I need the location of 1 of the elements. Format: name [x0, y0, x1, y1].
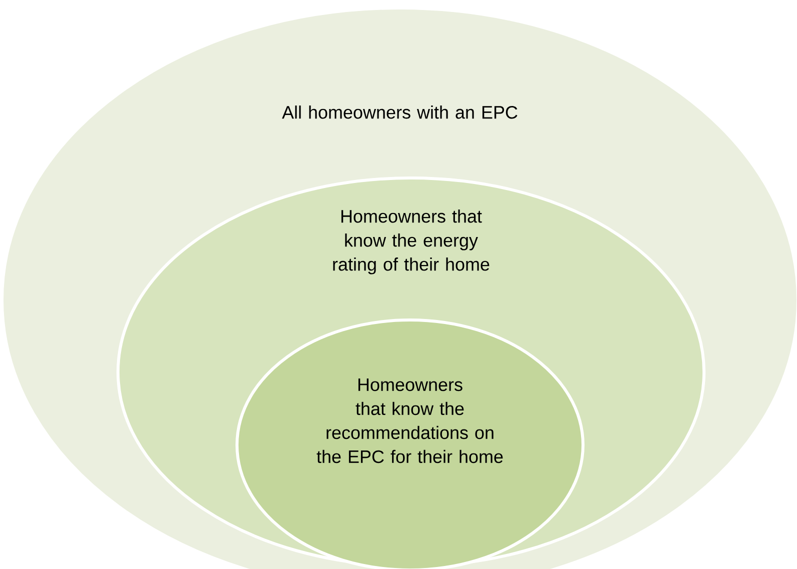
ellipse-band: Homeowners that know the recommendations on the EPC for their home: [236, 318, 584, 569]
